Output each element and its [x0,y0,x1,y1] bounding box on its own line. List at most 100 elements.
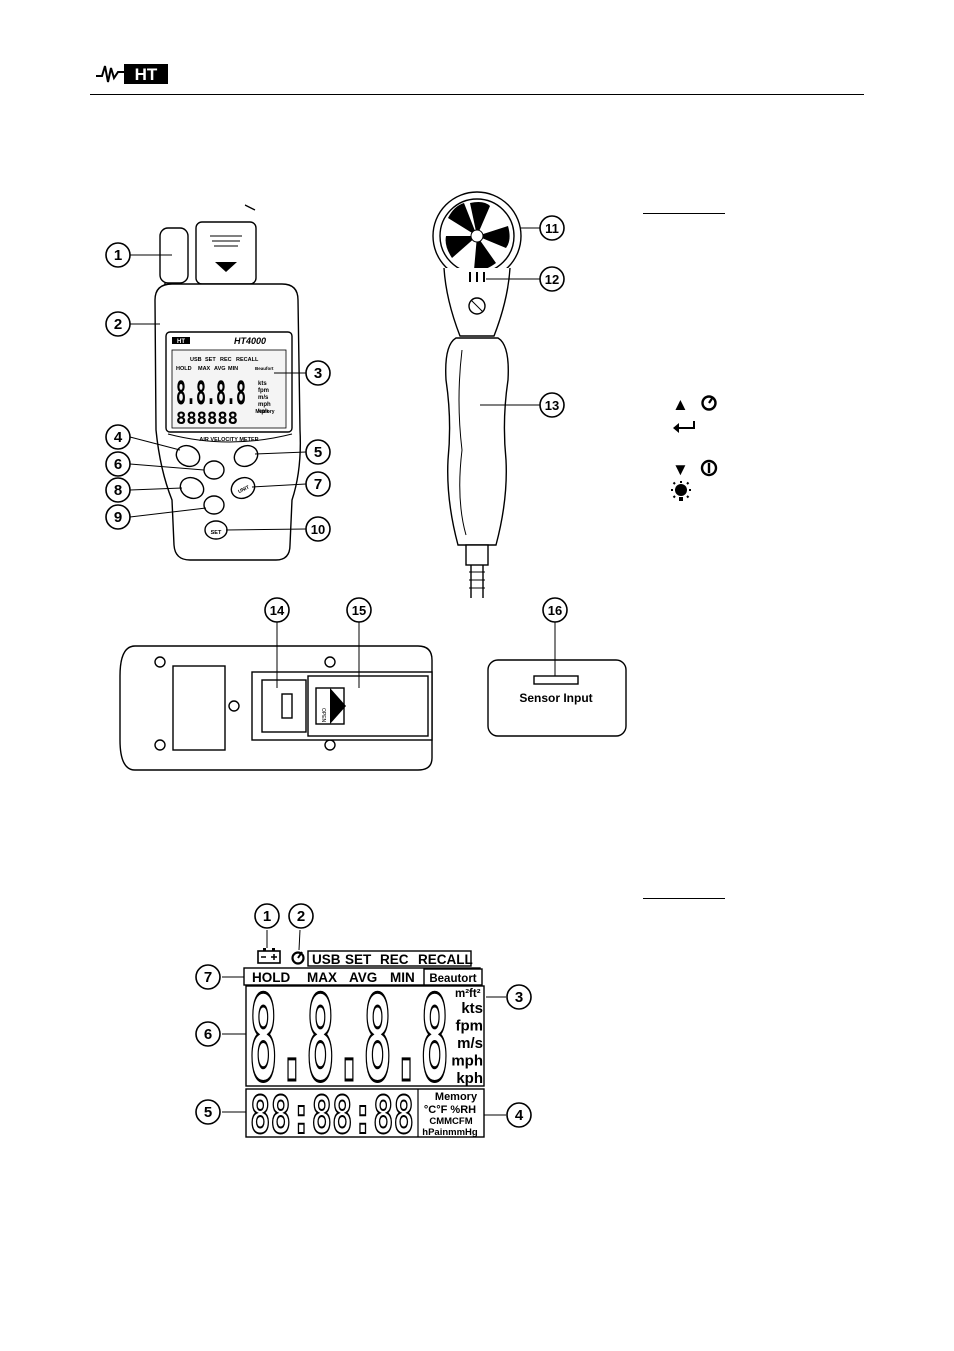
meter-lcd-top-1: SET [205,357,216,363]
callout-circle [305,439,331,465]
meter-unit-mph: mph [258,402,271,408]
callout-number: 16 [548,603,562,618]
callout-12: 12 [539,266,565,292]
meter-panel-label: AIR VELOCITY METER [199,437,258,443]
callout-circle [542,597,568,623]
lcd-unit-mph: mph [451,1053,483,1070]
callout-3: 3 [506,984,532,1010]
callout-number: 12 [545,272,559,287]
callout-circle [195,1099,221,1125]
sensor-input-panel: Sensor Input [487,659,627,737]
callout-9: 9 [105,504,131,530]
meter-model: HT4000 [234,336,266,346]
callout-number: 4 [114,429,123,446]
callout-10: 10 [305,516,331,542]
callout-5: 5 [305,439,331,465]
lcd-sub-display [245,1088,485,1138]
callout-circle [305,360,331,386]
lcd-mode-hold: HOLD [252,970,290,985]
callout-number: 2 [114,316,122,333]
lcd-indicator-rec: REC [380,952,409,967]
callout-circle [539,392,565,418]
meter-lcd-top-0: USB [190,357,202,363]
meter-lcd [171,349,287,429]
lcd-unit-kts: kts [461,1000,483,1017]
lcd-main-digits: 8.8.8.8 [249,970,449,1108]
callout-circle [105,311,131,337]
beaufort-box [423,968,483,986]
unit-enter-button[interactable] [228,474,258,502]
callout-circle [105,424,131,450]
ht-logo: HT [94,62,170,86]
esc-rec-button[interactable] [177,474,207,502]
callout-16: 16 [542,597,568,623]
callout-number: 8 [114,482,122,499]
callout-number: 3 [515,989,523,1006]
callout-number: 1 [114,247,122,264]
callout-number: 5 [314,444,322,461]
max-min-button[interactable] [231,442,261,470]
meter-lcd-mode-3: MIN [228,366,238,372]
connector-arrow-icon [215,262,237,272]
area-units-label: m²ft² [455,988,481,1000]
callout-4: 4 [506,1102,532,1128]
lcd-sub-digits: 88:88:88 [250,1086,414,1146]
callout-8: 8 [105,477,131,503]
battery-icon [257,948,281,964]
callout-11: 11 [539,215,565,241]
callout-circle [195,1021,221,1047]
callout-circle [105,451,131,477]
set-button-label: SET [211,530,222,536]
callout-circle [346,597,372,623]
meter-unit-kts: kts [258,381,267,387]
lcd-main-display [245,985,485,1087]
meter-lcd-mode-2: AVG [214,366,226,372]
battery-cover-text: OPEN [320,708,326,723]
hold-recall-button[interactable] [173,442,203,470]
figure2-legend-underline [643,898,725,899]
callout-number: 6 [204,1026,212,1043]
meter-back: OPEN [119,645,433,771]
meter-lcd-beaufort: Beaufort [255,366,274,371]
meter-unit-fpm: fpm [258,388,269,394]
lcd-mode-max: MAX [307,970,337,985]
callout-number: 3 [314,365,322,382]
callout-13: 13 [539,392,565,418]
sensor-input-socket [533,675,579,685]
flow-units-label: CMMCFM [429,1116,472,1127]
callout-circle [105,504,131,530]
callout-circle [105,477,131,503]
callout-number: 2 [297,908,305,925]
meter-lcd-top-2: REC [220,357,232,363]
callout-7: 7 [305,471,331,497]
memory-label: Memory [435,1091,478,1103]
callout-circle [539,215,565,241]
timer-icon [700,394,718,412]
callout-6: 6 [195,1021,221,1047]
meter-brand-mark: HT [177,339,185,345]
probe-handle [445,337,509,546]
callout-2: 2 [288,903,314,929]
callout-number: 4 [515,1107,524,1124]
meter-memory-label: Memory [255,409,274,415]
sensor-input-label: Sensor Input [519,691,592,705]
lcd-indicator-set: SET [345,952,372,967]
callout-number: 13 [545,398,559,413]
callout-4: 4 [105,424,131,450]
lcd-indicator-usb: USB [312,952,341,967]
callout-number: 7 [314,476,322,493]
meter-unit-m/s: m/s [258,395,269,401]
lcd-mode-avg: AVG [349,970,377,985]
callout-circle [305,516,331,542]
lcd-unit-kph: kph [456,1070,483,1087]
callout-number: 14 [270,603,285,618]
down-arrow-icon: ▼ [672,460,689,479]
down-power-button[interactable] [203,495,225,515]
figure1-leaders [129,227,556,688]
vane-probe [432,191,522,598]
enter-arrow-icon [672,420,696,434]
up-arrow-icon: ▲ [672,395,689,414]
header-rule [90,94,864,95]
